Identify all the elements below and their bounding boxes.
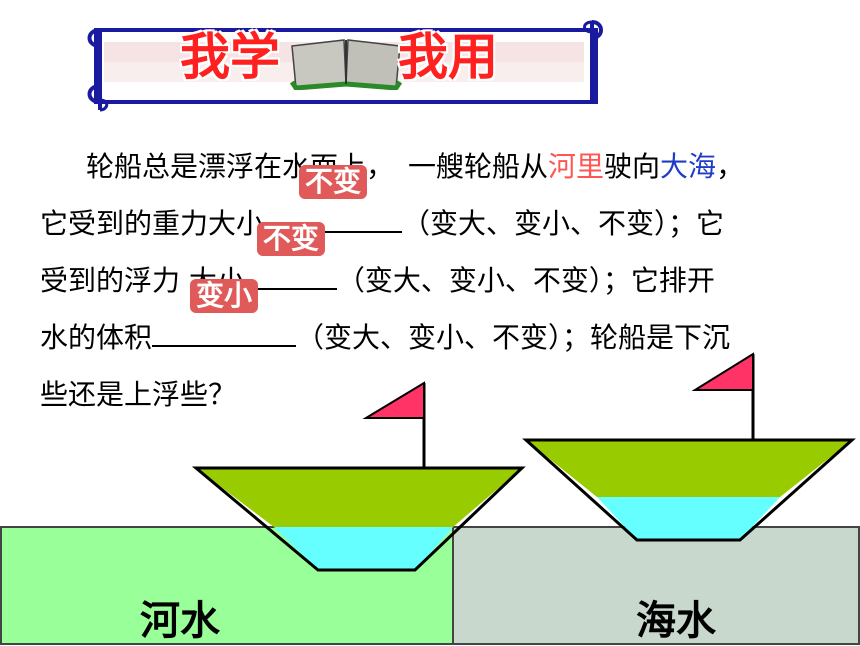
- paragraph-line-4: 水的体积 变小 （变大、变小、不变）；轮船是下沉: [40, 279, 855, 366]
- sea-water: [452, 526, 860, 645]
- open-book-icon: [289, 39, 403, 90]
- text-segment: （变大、变小、不变）；它: [402, 207, 725, 240]
- text-segment: （变大、变小、不变）；轮船是下沉: [296, 321, 731, 354]
- text-segment: ，: [716, 150, 745, 183]
- sea-boat: [522, 352, 856, 542]
- question-paragraph: 轮船总是漂浮在水面上， 一艘轮船从河里驶向大海， 它受到的重力大小不变（变大、变…: [40, 138, 855, 423]
- answer-blank-buoyancy: 不变: [244, 222, 337, 290]
- text-segment: 驶向: [604, 150, 661, 183]
- sea-label: 海水: [636, 598, 716, 644]
- river-boat-hull: [196, 468, 522, 527]
- answer-buoyancy: 不变: [256, 222, 325, 256]
- river-label: 河水: [140, 598, 220, 644]
- river-boat: [191, 381, 526, 572]
- text-segment: 它受到的重力大小: [40, 207, 265, 240]
- sea-word: 大海: [660, 150, 717, 183]
- answer-blank-weight: 不变: [264, 165, 403, 233]
- answer-volume: 变小: [190, 279, 259, 313]
- answer-weight: 不变: [299, 165, 368, 199]
- title-left-text: 我学: [180, 28, 280, 86]
- river-word: 河里: [548, 150, 605, 183]
- river-boat-outline: [191, 466, 526, 572]
- river-boat-flag: [362, 381, 425, 419]
- sea-boat-flag: [691, 352, 754, 391]
- paragraph-line-2: 它受到的重力大小 不变 （变大、变小、不变）；它: [40, 165, 855, 252]
- sea-boat-submerged: [597, 497, 780, 540]
- paragraph-line-5: 些还是上浮些？: [40, 378, 237, 411]
- text-segment: 水的体积: [40, 321, 153, 354]
- river-boat-submerged: [274, 527, 453, 570]
- answer-blank-volume: 变小: [152, 279, 297, 347]
- sea-boat-outline: [522, 438, 856, 542]
- sea-boat-hull: [526, 440, 852, 497]
- text-segment: （变大、变小、不变）；它排开: [336, 264, 715, 297]
- title-right-text: 我用: [398, 28, 498, 86]
